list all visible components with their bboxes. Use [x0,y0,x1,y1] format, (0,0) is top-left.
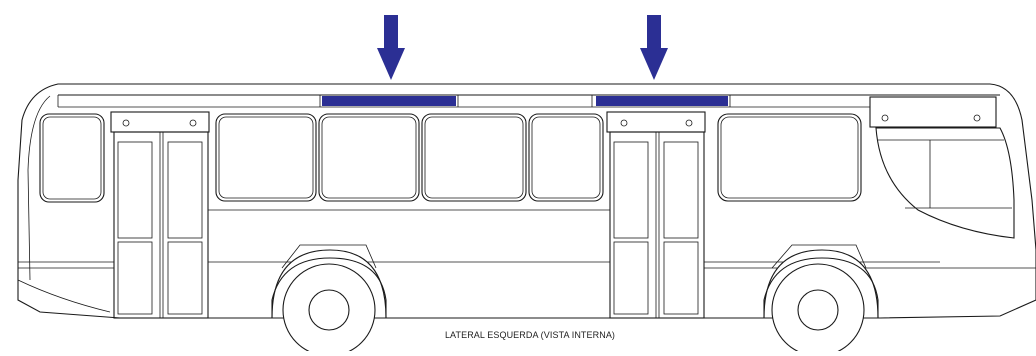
bolt-icon [685,119,693,127]
roof-vent-highlight-front [322,96,456,106]
bolt-icon [620,119,628,127]
windshield [875,127,1015,239]
bus-body-outline [17,83,1036,319]
window-4 [528,113,604,202]
wheel-arch-front [763,257,879,318]
bolt-icon [122,119,130,127]
down-arrow-icon [377,15,405,80]
bolt-icon [189,119,197,127]
hubcap-front [797,289,839,331]
window-rear [39,113,105,203]
window-3 [421,113,527,202]
diagram-caption: LATERAL ESQUERDA (VISTA INTERNA) [444,330,616,340]
window-1 [215,113,317,202]
bolt-icon [973,114,981,122]
bolt-icon [881,114,889,122]
door-header-front [606,111,706,133]
window-2 [318,113,420,202]
door-front [609,131,705,319]
down-arrow-icon [640,15,668,80]
hubcap-rear [308,289,350,331]
wheel-rear [282,263,376,356]
bus-body-inner-edge [27,95,51,281]
window-front [717,113,862,202]
door-rear [113,131,209,319]
wheel-front [771,263,865,356]
roof-vent-highlight-rear [596,96,728,106]
destination-header [869,96,997,128]
door-header-rear [110,111,210,133]
